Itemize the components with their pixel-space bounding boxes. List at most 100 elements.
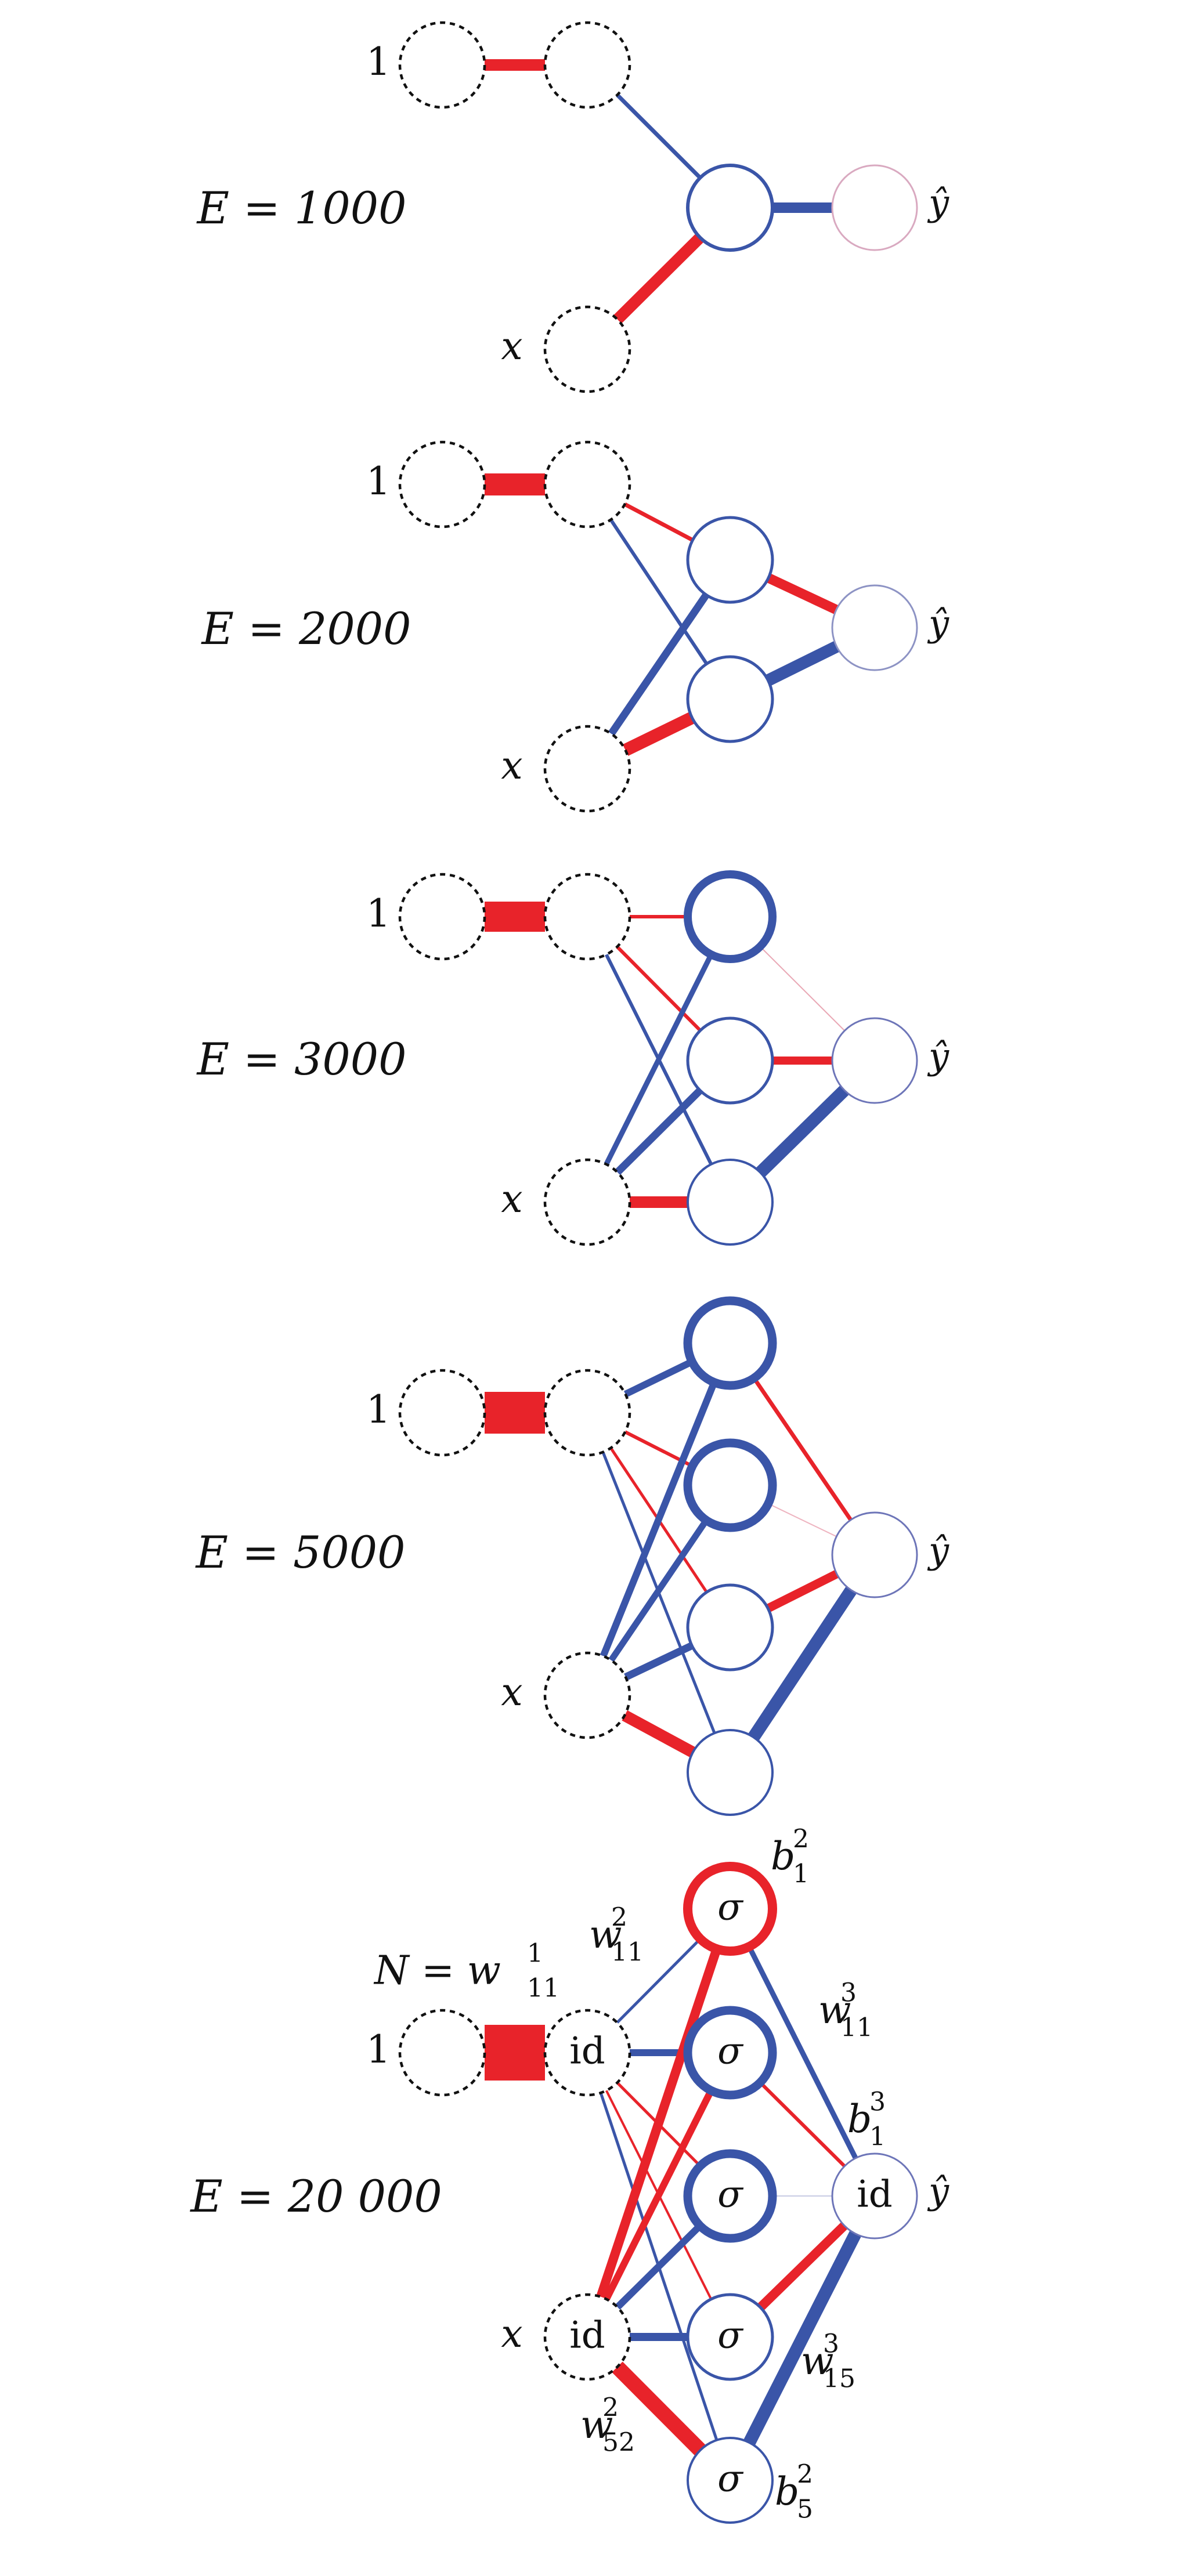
hidden-node — [686, 655, 774, 743]
bias-label: 1 — [366, 39, 391, 84]
input-node — [543, 2293, 631, 2381]
weight-w11-3-sup: 3 — [840, 1978, 857, 2008]
input-node — [543, 1369, 631, 1457]
hidden-node — [687, 1729, 774, 1816]
connection — [616, 93, 702, 179]
weight-w15-3-sup: 3 — [823, 2329, 839, 2359]
bias-label: 1 — [366, 459, 391, 504]
output-node — [831, 164, 918, 251]
hidden-node — [687, 2437, 774, 2524]
hidden-node-text: σ — [717, 1886, 744, 1929]
input-node — [543, 1651, 631, 1739]
input-node — [543, 440, 631, 529]
output-label: ŷ — [927, 1529, 949, 1572]
bias-node — [398, 21, 486, 109]
hidden-node-text: σ — [717, 2458, 744, 2501]
connection — [615, 2223, 703, 2310]
input-node — [543, 2009, 631, 2097]
hidden-node-text: σ — [717, 2314, 744, 2357]
bias-b5-2-base: b — [775, 2469, 799, 2514]
connection — [765, 641, 840, 686]
connection — [752, 1377, 853, 1521]
connection — [604, 953, 714, 1166]
input-node-text: id — [569, 2314, 605, 2357]
connection — [766, 1570, 839, 1612]
hidden-node — [686, 516, 774, 604]
hidden-node — [683, 2006, 777, 2100]
input-node — [543, 873, 631, 961]
bias-b1-2-sub: 1 — [793, 1859, 809, 1889]
bias-label: 1 — [366, 1387, 391, 1432]
connection — [608, 592, 710, 736]
weight-w11-2-sup: 2 — [611, 1903, 627, 1933]
n-weight-sub: 11 — [527, 1974, 559, 2003]
bias-node — [398, 1369, 486, 1457]
input-node — [543, 305, 631, 393]
hidden-node — [683, 1862, 777, 1956]
connection — [616, 1938, 702, 2024]
output-node — [831, 1511, 918, 1598]
connection — [609, 519, 709, 665]
bias-b1-3-base: b — [847, 2097, 872, 2141]
bias-node — [398, 2009, 486, 2097]
connection — [608, 1518, 709, 1662]
connection — [600, 1381, 718, 1658]
n-equals-label: N = w — [373, 1948, 501, 1994]
input-label: x — [501, 324, 522, 368]
output-node — [831, 1017, 918, 1104]
connection — [596, 1947, 721, 2299]
output-label: ŷ — [927, 602, 949, 645]
output-label: ŷ — [927, 182, 949, 224]
hidden-node — [686, 164, 774, 252]
hidden-node — [686, 1016, 774, 1105]
weight-w11-2-base: w — [589, 1912, 622, 1957]
hidden-node-text: σ — [717, 2173, 744, 2216]
output-label: ŷ — [927, 1035, 949, 1077]
input-label: x — [501, 1177, 522, 1221]
connection — [768, 1503, 837, 1537]
epoch-label: E = 3000 — [196, 1033, 407, 1085]
network-e1000: E = 1000 1 x ŷ — [196, 21, 949, 393]
connection — [613, 233, 705, 324]
n-weight-sup: 1 — [527, 1939, 543, 1969]
connection — [756, 1086, 849, 1177]
connection — [615, 1087, 703, 1175]
bias-node — [398, 440, 486, 529]
hidden-node — [684, 870, 777, 963]
input-node-text: id — [569, 2030, 605, 2073]
epoch-label: E = 1000 — [196, 182, 407, 234]
bias-label: 1 — [366, 2027, 391, 2072]
connection — [766, 573, 839, 614]
hidden-node — [686, 2293, 774, 2381]
input-node — [543, 21, 631, 109]
hidden-node — [683, 2149, 777, 2243]
weight-w52-2-sub: 52 — [602, 2428, 635, 2458]
connection — [746, 1945, 858, 2159]
hidden-node — [683, 1296, 777, 1390]
bias-b5-2-sub: 5 — [797, 2495, 813, 2524]
connection — [622, 712, 695, 756]
weight-w11-2-sub: 11 — [611, 1938, 644, 1967]
connection — [616, 945, 702, 1032]
input-node — [543, 725, 631, 813]
bias-node — [398, 873, 486, 961]
weight-w52-2-sup: 2 — [602, 2393, 619, 2423]
hidden-node — [687, 1159, 774, 1246]
connection — [759, 2081, 846, 2168]
weight-w15-3-base: w — [801, 2339, 834, 2383]
weight-w52-2-base: w — [580, 2403, 613, 2447]
epoch-label: E = 20 000 — [189, 2170, 442, 2222]
connection — [612, 2361, 706, 2456]
hidden-node — [683, 1438, 777, 1532]
weight-w15-3-sub: 15 — [823, 2364, 855, 2394]
input-label: x — [501, 2311, 522, 2356]
output-node — [831, 2152, 918, 2239]
connection — [624, 1642, 694, 1681]
bias-b1-2-sup: 2 — [793, 1825, 809, 1854]
connection — [623, 1358, 694, 1398]
